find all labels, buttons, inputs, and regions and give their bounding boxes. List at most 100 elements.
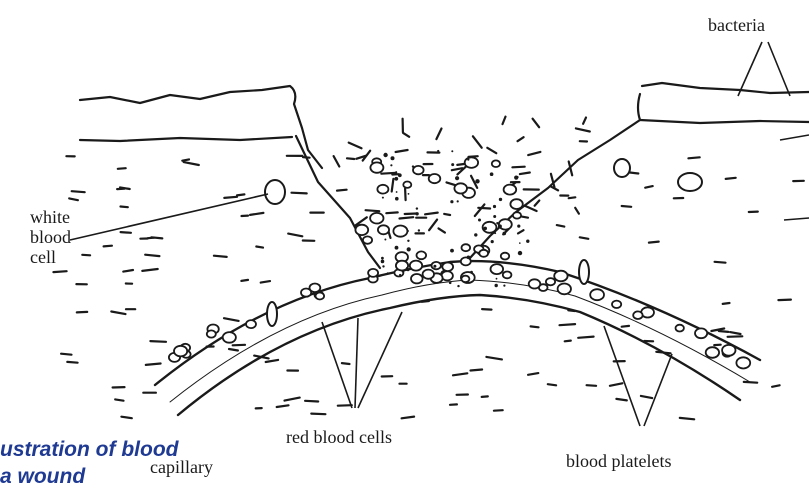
tissue-dash <box>616 399 626 401</box>
platelet-dot <box>381 257 384 260</box>
tissue-dash <box>61 354 71 355</box>
platelet-dot <box>519 242 521 244</box>
tissue-dash <box>342 363 350 364</box>
platelet-dot <box>475 179 479 183</box>
red-blood-cell <box>736 357 750 368</box>
red-blood-cell <box>454 183 467 193</box>
platelet-dot <box>490 172 494 176</box>
red-blood-cell <box>722 345 735 356</box>
tissue-dash <box>182 159 189 160</box>
tissue-dash <box>453 373 467 375</box>
tissue-dash <box>688 157 699 158</box>
red-blood-cell <box>442 263 453 272</box>
tissue-dash <box>266 360 278 362</box>
tissue-dash <box>115 399 123 400</box>
tissue-dash <box>337 190 347 191</box>
platelet-dot <box>467 255 471 259</box>
red-blood-cell <box>393 226 407 237</box>
white-blood-cell-shape <box>579 260 589 284</box>
pointer-red-cells-3 <box>358 312 402 408</box>
tissue-dash <box>730 332 740 334</box>
tissue-dash <box>69 198 78 200</box>
red-blood-cell <box>504 185 517 195</box>
tissue-dash <box>557 225 565 227</box>
platelet-dot <box>457 200 459 202</box>
platelet-dot <box>383 153 387 157</box>
pointer-bacteria-2 <box>768 42 790 96</box>
white-blood-cell-shape <box>267 302 277 326</box>
tissue-dash <box>237 194 244 195</box>
red-blood-cell <box>529 279 541 288</box>
tissue-dash <box>214 256 227 257</box>
skin-edge-right <box>642 83 809 93</box>
platelet-dot <box>415 212 418 215</box>
tissue-dash <box>142 269 157 271</box>
white-blood-cell-shape <box>614 159 630 177</box>
red-blood-cell <box>633 311 642 319</box>
tissue-dash <box>392 179 394 192</box>
red-blood-cell <box>368 269 378 277</box>
platelet-dot <box>451 150 453 152</box>
red-blood-cell <box>363 236 372 243</box>
tissue-dash <box>366 210 380 211</box>
platelet-dot <box>493 205 496 208</box>
red-blood-cell <box>706 347 719 358</box>
platelet-dot <box>395 197 399 201</box>
label-cell: cell <box>30 248 56 267</box>
platelet-dot <box>437 150 439 152</box>
tissue-dash <box>576 128 590 131</box>
platelet-dot <box>398 173 402 177</box>
platelet-dot <box>491 240 494 243</box>
red-blood-cell <box>207 330 216 337</box>
tissue-dash <box>386 212 397 213</box>
tissue-dash <box>121 417 131 419</box>
platelet-dot <box>407 268 410 271</box>
tissue-dash <box>305 401 318 402</box>
platelet-dot <box>407 240 409 242</box>
pointer-lines <box>70 42 809 426</box>
platelet-dot <box>407 247 411 251</box>
platelet-dot <box>470 271 473 274</box>
label-white: white <box>30 208 70 227</box>
tissue-dash <box>569 197 576 198</box>
tissue-dash <box>150 341 166 342</box>
tissue-dash <box>512 167 524 168</box>
tissue-dash <box>728 336 743 337</box>
tissue-dash <box>528 373 538 375</box>
tissue-dash <box>719 331 729 332</box>
red-blood-cell <box>246 320 256 328</box>
platelet-dot <box>478 219 481 222</box>
tissue-dash <box>334 156 340 166</box>
tissue-dash <box>482 309 491 310</box>
red-blood-cell <box>429 174 441 183</box>
white-blood-cell-shape <box>265 180 285 204</box>
tissue-dash <box>565 341 571 342</box>
tissue-dash <box>396 150 408 152</box>
red-blood-cell <box>510 199 522 209</box>
red-blood-cells <box>169 157 750 368</box>
platelet-dot <box>503 232 507 236</box>
skin-edge-right-lower <box>640 120 809 123</box>
red-blood-cell <box>370 213 383 224</box>
red-blood-cell <box>403 182 411 188</box>
tissue-dash <box>580 237 589 239</box>
platelet-dot <box>408 193 410 195</box>
caption-line-2: a wound <box>0 465 85 488</box>
tissue-dash <box>250 213 263 215</box>
tissue-dash <box>77 312 87 313</box>
white-blood-cell-shape <box>678 173 702 191</box>
platelet-dot <box>526 240 529 243</box>
red-blood-cell <box>558 284 571 295</box>
platelet-dot <box>433 265 436 268</box>
tissue-dash <box>715 262 726 263</box>
tissue-dash <box>487 148 496 153</box>
tissue-dash <box>475 204 485 216</box>
capillary <box>155 261 760 415</box>
tissue-dash <box>439 228 445 232</box>
skin-edge-left-lower <box>80 137 292 141</box>
red-blood-cell <box>695 328 707 338</box>
tissue-dash <box>224 318 239 321</box>
platelet-dot <box>382 197 384 199</box>
tissue-dash <box>622 206 632 207</box>
